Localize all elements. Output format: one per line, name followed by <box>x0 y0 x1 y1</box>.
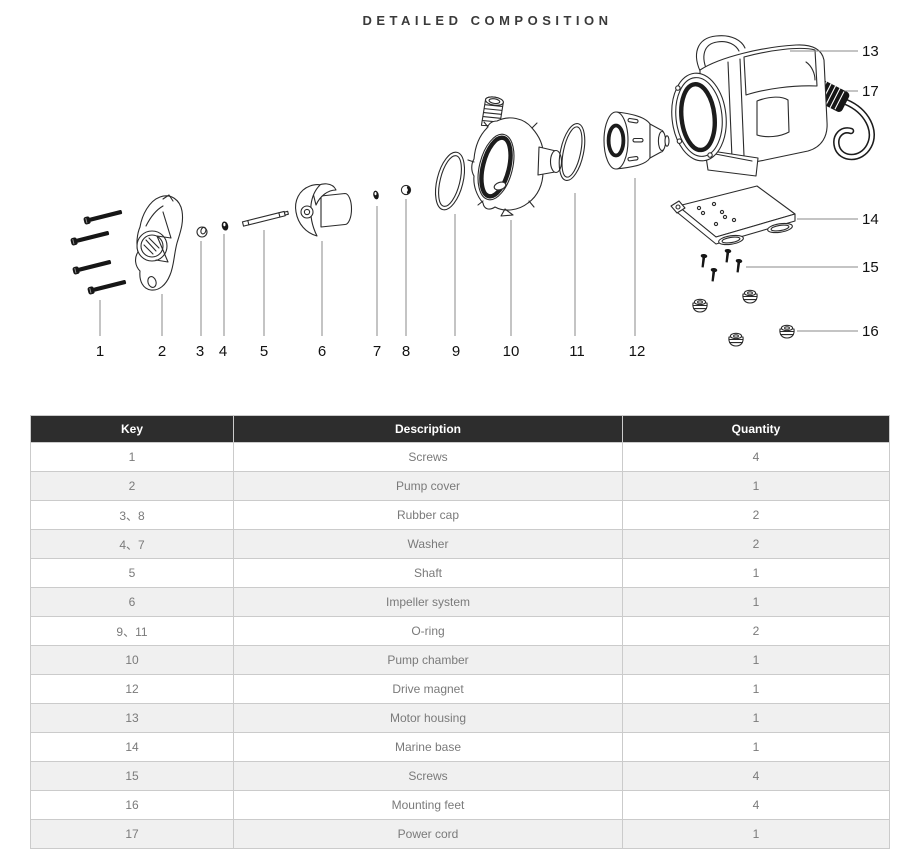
key-cell: 2 <box>30 471 234 501</box>
key-cell: 15 <box>30 761 234 791</box>
description-cell: Screws <box>233 761 623 791</box>
quantity-cell: 4 <box>622 790 890 820</box>
quantity-cell: 1 <box>622 732 890 762</box>
part-drive-magnet-12 <box>603 111 670 170</box>
key-cell: 17 <box>30 819 234 849</box>
key-cell: 14 <box>30 732 234 762</box>
key-cell: 1 <box>30 442 234 472</box>
description-cell: O-ring <box>233 616 623 646</box>
description-cell: Shaft <box>233 558 623 588</box>
part-screws-15 <box>699 248 743 282</box>
table-row: 4、7 Washer 2 <box>30 529 890 559</box>
quantity-cell: 1 <box>622 471 890 501</box>
part-label-6: 6 <box>318 343 326 360</box>
quantity-cell: 1 <box>622 674 890 704</box>
parts-table: Key Description Quantity 1 Screws 4 2 Pu… <box>30 415 890 849</box>
part-label-5: 5 <box>260 343 268 360</box>
quantity-cell: 2 <box>622 500 890 530</box>
column-header-description: Description <box>233 415 623 443</box>
key-cell: 12 <box>30 674 234 704</box>
table-row: 17 Power cord 1 <box>30 819 890 849</box>
description-cell: Marine base <box>233 732 623 762</box>
part-label-11: 11 <box>569 343 585 360</box>
description-cell: Power cord <box>233 819 623 849</box>
key-cell: 5 <box>30 558 234 588</box>
table-header-row: Key Description Quantity <box>30 415 890 443</box>
quantity-cell: 1 <box>622 703 890 733</box>
part-label-2: 2 <box>158 343 166 360</box>
part-label-13: 13 <box>862 43 879 60</box>
part-label-16: 16 <box>862 323 879 340</box>
part-pump-cover-2 <box>135 194 184 291</box>
part-label-7: 7 <box>373 343 381 360</box>
key-cell: 9、11 <box>30 616 234 646</box>
part-shaft-5 <box>241 210 289 227</box>
exploded-diagram: 1 2 3 4 5 6 7 8 9 10 11 12 13 17 14 15 1… <box>0 0 917 380</box>
part-mounting-feet-16 <box>692 289 795 347</box>
parts-table-section: Key Description Quantity 1 Screws 4 2 Pu… <box>30 415 890 849</box>
table-row: 1 Screws 4 <box>30 442 890 472</box>
table-row: 2 Pump cover 1 <box>30 471 890 501</box>
key-cell: 10 <box>30 645 234 675</box>
part-washer-4 <box>221 221 229 231</box>
quantity-cell: 2 <box>622 529 890 559</box>
quantity-cell: 1 <box>622 819 890 849</box>
part-label-3: 3 <box>196 343 204 360</box>
quantity-cell: 1 <box>622 558 890 588</box>
part-impeller-6 <box>295 183 353 237</box>
quantity-cell: 4 <box>622 442 890 472</box>
table-row: 10 Pump chamber 1 <box>30 645 890 675</box>
leader-lines <box>99 50 858 336</box>
part-o-ring-9 <box>434 151 466 211</box>
key-cell: 3、8 <box>30 500 234 530</box>
quantity-cell: 2 <box>622 616 890 646</box>
quantity-cell: 1 <box>622 645 890 675</box>
page-title: DETAILED COMPOSITION <box>362 13 613 28</box>
part-washer-7 <box>373 190 379 200</box>
key-cell: 13 <box>30 703 234 733</box>
part-motor-housing-13 <box>671 35 828 177</box>
part-label-14: 14 <box>862 211 879 228</box>
table-row: 9、11 O-ring 2 <box>30 616 890 646</box>
column-header-quantity: Quantity <box>622 415 890 443</box>
part-label-15: 15 <box>862 259 879 276</box>
description-cell: Rubber cap <box>233 500 623 530</box>
part-label-4: 4 <box>219 343 227 360</box>
table-row: 16 Mounting feet 4 <box>30 790 890 820</box>
column-header-key: Key <box>30 415 234 443</box>
table-row: 15 Screws 4 <box>30 761 890 791</box>
description-cell: Washer <box>233 529 623 559</box>
part-pump-chamber-10 <box>467 96 563 217</box>
part-rubber-cap-8 <box>400 184 412 196</box>
quantity-cell: 4 <box>622 761 890 791</box>
table-row: 12 Drive magnet 1 <box>30 674 890 704</box>
part-label-10: 10 <box>503 343 520 360</box>
part-label-8: 8 <box>402 343 410 360</box>
part-o-ring-11 <box>558 122 586 182</box>
part-label-17: 17 <box>862 83 879 100</box>
part-marine-base-14 <box>670 185 796 246</box>
description-cell: Pump chamber <box>233 645 623 675</box>
key-cell: 16 <box>30 790 234 820</box>
table-row: 3、8 Rubber cap 2 <box>30 500 890 530</box>
part-label-9: 9 <box>452 343 460 360</box>
table-row: 14 Marine base 1 <box>30 732 890 762</box>
table-row: 5 Shaft 1 <box>30 558 890 588</box>
key-cell: 6 <box>30 587 234 617</box>
description-cell: Impeller system <box>233 587 623 617</box>
description-cell: Pump cover <box>233 471 623 501</box>
table-row: 13 Motor housing 1 <box>30 703 890 733</box>
table-row: 6 Impeller system 1 <box>30 587 890 617</box>
description-cell: Motor housing <box>233 703 623 733</box>
description-cell: Screws <box>233 442 623 472</box>
part-label-1: 1 <box>96 343 104 360</box>
description-cell: Drive magnet <box>233 674 623 704</box>
quantity-cell: 1 <box>622 587 890 617</box>
part-screws-1 <box>69 207 128 296</box>
part-rubber-cap-3 <box>196 226 208 238</box>
description-cell: Mounting feet <box>233 790 623 820</box>
key-cell: 4、7 <box>30 529 234 559</box>
part-labels: 1 2 3 4 5 6 7 8 9 10 11 12 13 17 14 15 1… <box>96 43 879 360</box>
part-label-12: 12 <box>629 343 646 360</box>
